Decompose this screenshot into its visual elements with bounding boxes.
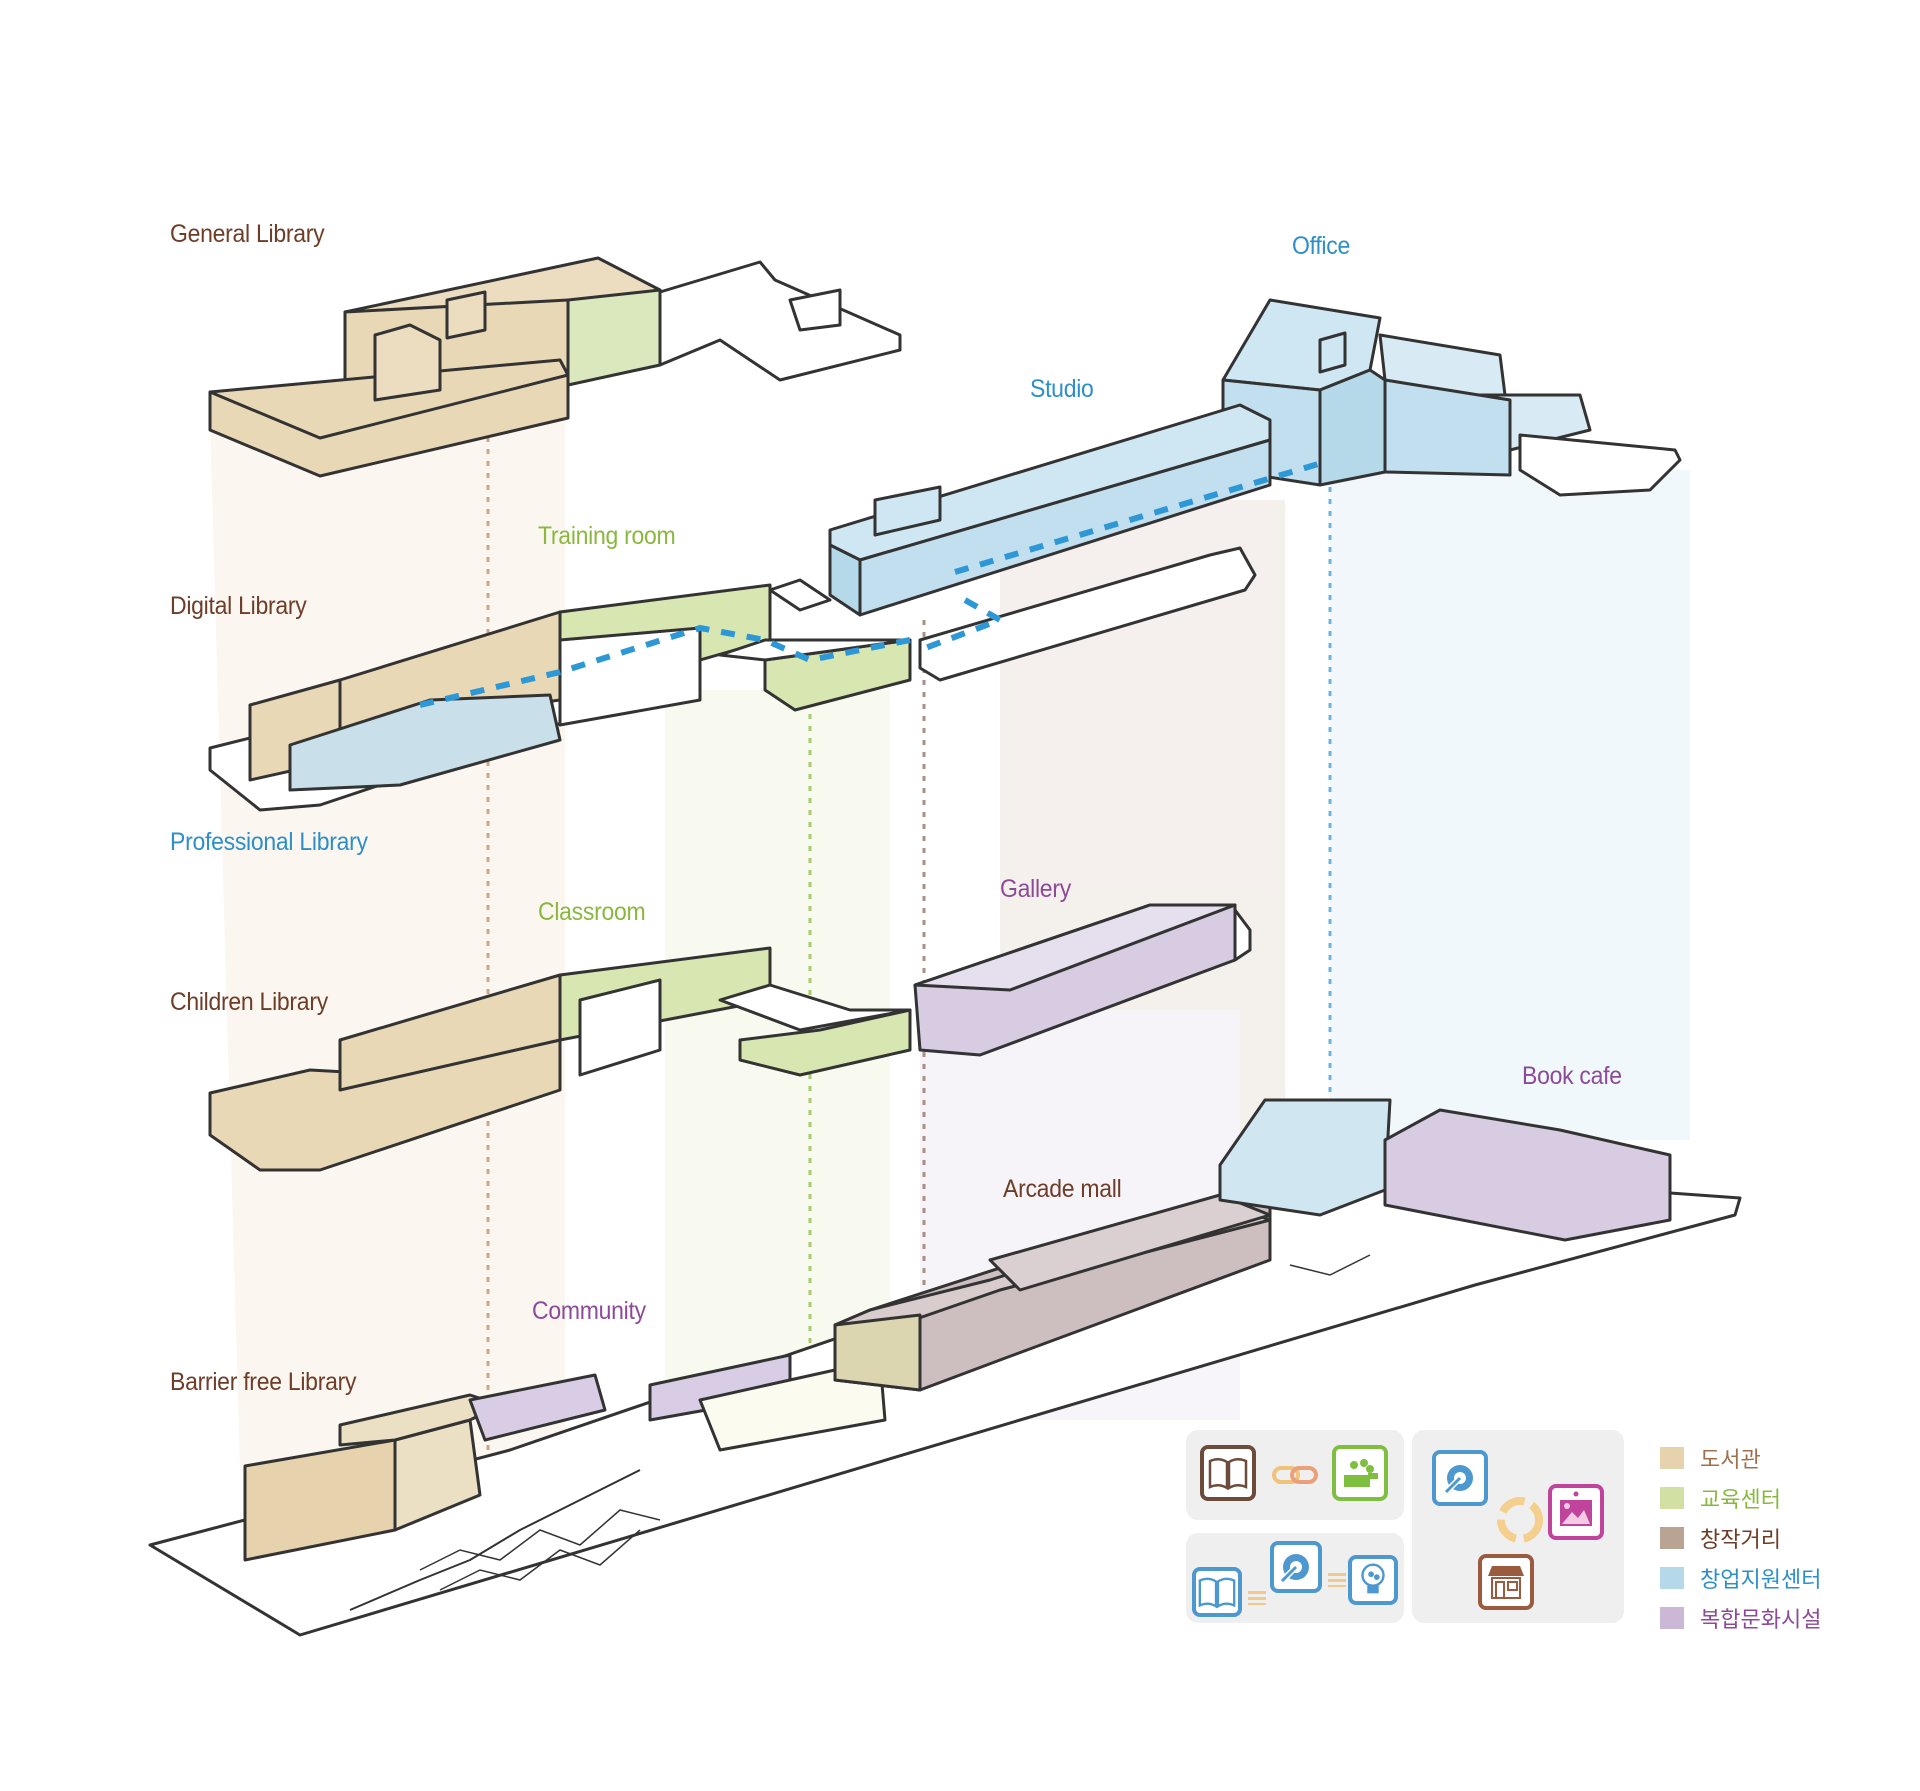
cycle-arrows-icon (1492, 1492, 1548, 1548)
arcade-mall-box (988, 1193, 1272, 1292)
classroom-box-top (718, 983, 912, 1032)
classroom-icon (1332, 1445, 1388, 1501)
legend-item-library: 도서관 (1660, 1438, 1821, 1478)
icon-panel-startup-culture-cycle (1412, 1430, 1624, 1623)
general-library-box2 (373, 323, 442, 402)
community-room-center (698, 1358, 887, 1452)
storefront-icon (1478, 1554, 1534, 1610)
studio-small-box (873, 485, 942, 537)
floor-2 (208, 903, 1252, 1172)
general-library-box (445, 290, 487, 340)
legend-item-startup-center: 창업지원센터 (1660, 1558, 1821, 1598)
legend-swatch (1660, 1447, 1684, 1469)
connector-lines-icon (1248, 1591, 1266, 1605)
legend-item-education: 교육센터 (1660, 1478, 1821, 1518)
picture-frame-icon (1548, 1484, 1604, 1540)
connector-lines-icon (1328, 1573, 1346, 1587)
floor-top (208, 256, 1682, 682)
barrier-free-library-top (338, 1393, 502, 1447)
lightbulb-icon (1348, 1555, 1398, 1605)
general-library-side-green (566, 288, 662, 387)
general-library-lower-deck (208, 358, 570, 478)
legend-label: 복합문화시설 (1700, 1608, 1822, 1633)
legend-item-culture: 복합문화시설 (1660, 1598, 1821, 1638)
label-barrier-free-library: Barrier free Library (170, 1368, 357, 1396)
book-icon (1192, 1567, 1242, 1617)
label-studio: Studio (1030, 375, 1094, 403)
label-book-cafe: Book cafe (1522, 1062, 1622, 1090)
legend-item-creative-street: 창작거리 (1660, 1518, 1821, 1558)
legend-label: 교육센터 (1700, 1488, 1781, 1513)
training-connector (768, 578, 832, 612)
arcade-mall-yellow (833, 1313, 922, 1392)
legend-label: 창작거리 (1700, 1528, 1781, 1553)
gear-wrench-icon (1270, 1541, 1322, 1593)
community-room-left (468, 1373, 607, 1442)
label-arcade-mall: Arcade mall (1003, 1175, 1122, 1203)
classroom-box (738, 1008, 912, 1077)
office-wing (1383, 378, 1512, 477)
office-side (1318, 368, 1387, 487)
chain-link-icon (1272, 1465, 1318, 1485)
legend: 도서관 교육센터 창작거리 창업지원센터 복합문화시설 (1660, 1438, 1821, 1638)
label-classroom: Classroom (538, 898, 646, 926)
label-professional-library: Professional Library (170, 828, 368, 856)
training-room-mid (558, 626, 702, 727)
floor-1 (148, 1098, 1742, 1637)
legend-swatch (1660, 1487, 1684, 1509)
label-digital-library: Digital Library (170, 592, 307, 620)
legend-swatch (1660, 1527, 1684, 1549)
gallery-stair (1233, 908, 1252, 962)
studio-corridor (918, 546, 1257, 682)
book-cafe-purple (1383, 1108, 1672, 1242)
label-training-room: Training room (538, 522, 676, 550)
gear-wrench-icon (1432, 1450, 1488, 1506)
label-general-library: General Library (170, 220, 325, 248)
floor-3 (208, 578, 912, 812)
legend-label: 도서관 (1700, 1448, 1761, 1473)
label-children-library: Children Library (170, 988, 328, 1016)
band-library-left (210, 420, 565, 1470)
stair-pattern (419, 1254, 1371, 1591)
office-terrace-lower (1518, 433, 1682, 497)
studio-path (918, 459, 1326, 653)
label-office: Office (1292, 232, 1351, 260)
legend-label: 창업지원센터 (1700, 1568, 1822, 1593)
ramp-lines (349, 1469, 641, 1611)
legend-swatch (1660, 1567, 1684, 1589)
general-library-terrace (658, 260, 902, 382)
icon-panel-library-startup-idea (1186, 1533, 1404, 1623)
label-community: Community (532, 1297, 646, 1325)
classroom-mid (578, 978, 662, 1077)
gallery-top (913, 903, 1237, 992)
floor3-path (419, 624, 911, 708)
band-startup (1330, 470, 1690, 1140)
legend-swatch (1660, 1607, 1684, 1629)
office-box (1318, 331, 1347, 374)
book-icon (1200, 1445, 1256, 1501)
icon-panel-library-education (1186, 1430, 1404, 1520)
label-gallery: Gallery (1000, 875, 1071, 903)
